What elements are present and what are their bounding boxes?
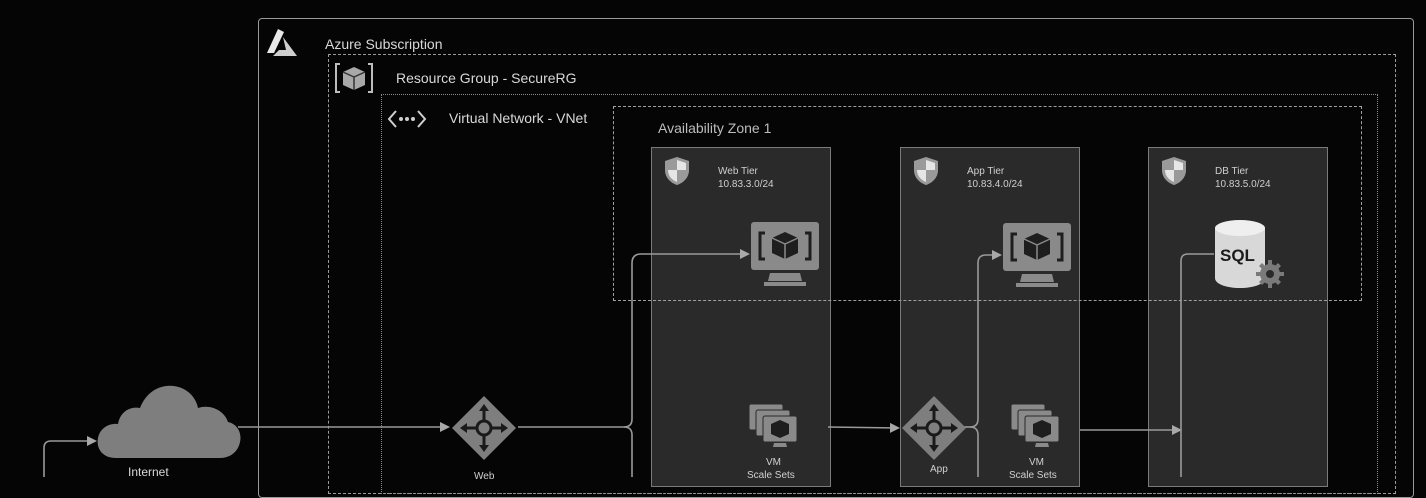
connector-lines bbox=[43, 249, 1214, 477]
shield-icon bbox=[665, 157, 689, 185]
azure-logo-icon bbox=[267, 29, 297, 56]
virtual-machine-icon bbox=[751, 222, 819, 286]
sql-database-icon bbox=[1215, 220, 1284, 288]
vmss-label-line2: Scale Sets bbox=[1009, 470, 1057, 481]
cloud-icon bbox=[97, 385, 241, 458]
tier-cidr: 10.83.5.0/24 bbox=[1215, 179, 1271, 190]
resource-group-label: Resource Group - SecureRG bbox=[396, 70, 577, 86]
internet-label: Internet bbox=[128, 465, 169, 479]
virtual-machine-icon bbox=[1003, 223, 1071, 287]
vmss-label-line1: VM bbox=[1029, 457, 1044, 468]
availability-zone-label: Availability Zone 1 bbox=[658, 120, 772, 136]
vnet-icon bbox=[387, 110, 427, 128]
subscription-label: Azure Subscription bbox=[325, 36, 443, 52]
vmss-label-line1: VM bbox=[766, 457, 781, 468]
sql-label: SQL bbox=[1220, 246, 1255, 265]
app-lb-label: App bbox=[930, 464, 948, 475]
tier-name: DB Tier bbox=[1215, 166, 1249, 177]
vm-scale-set-icon bbox=[748, 403, 798, 447]
tier-cidr: 10.83.3.0/24 bbox=[718, 179, 774, 190]
resource-group-icon bbox=[335, 63, 373, 93]
tier-name: Web Tier bbox=[718, 166, 758, 177]
tier-name: App Tier bbox=[967, 166, 1005, 177]
web-tier-box: Web Tier 10.83.3.0/24 bbox=[651, 147, 831, 487]
shield-icon bbox=[1162, 157, 1186, 185]
availability-zone-container bbox=[613, 106, 1362, 301]
tier-cidr: 10.83.4.0/24 bbox=[967, 179, 1023, 190]
shield-icon bbox=[914, 157, 938, 185]
load-balancer-icon bbox=[452, 396, 516, 460]
load-balancer-icon bbox=[902, 396, 966, 460]
vnet-label: Virtual Network - VNet bbox=[449, 110, 588, 126]
vm-scale-set-icon bbox=[1010, 403, 1060, 447]
vmss-label-line2: Scale Sets bbox=[747, 470, 795, 481]
